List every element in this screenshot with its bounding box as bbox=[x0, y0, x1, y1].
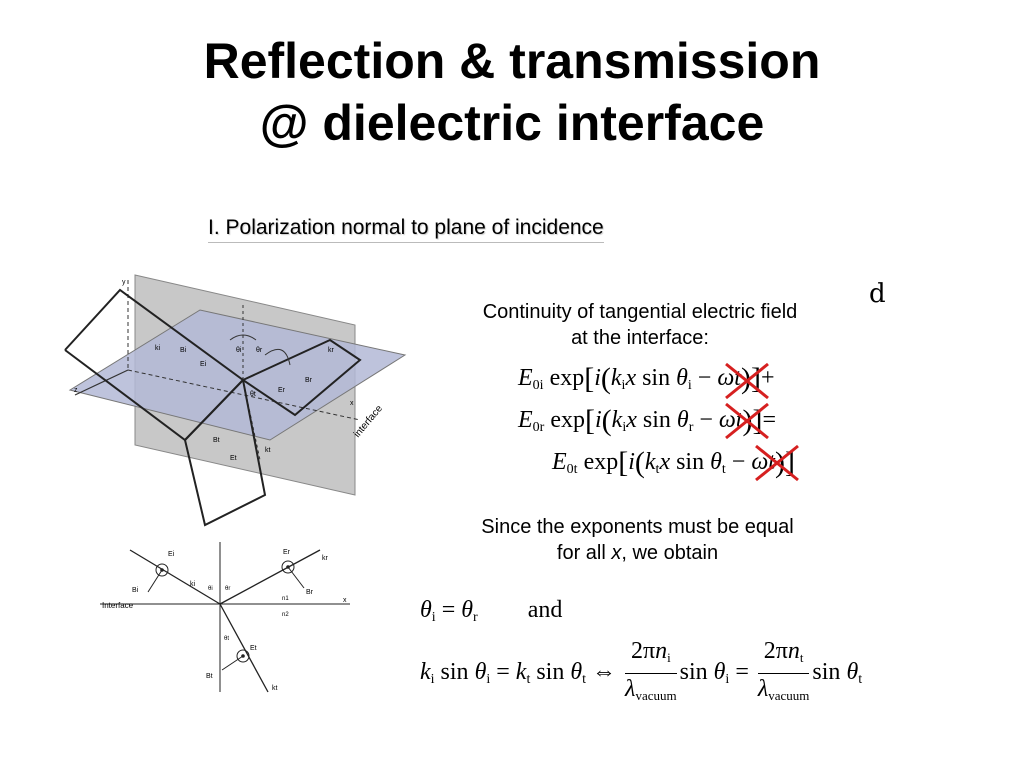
cross-out-mark-3 bbox=[755, 444, 799, 482]
since-line-2-pre: for all bbox=[556, 542, 612, 564]
label-n2: n2 bbox=[282, 612, 289, 618]
reflected-ray bbox=[219, 549, 321, 605]
label-kt-2d: kt bbox=[272, 685, 278, 692]
title-line-2: @ dielectric interface bbox=[259, 95, 765, 151]
label-Er-2d: Er bbox=[283, 549, 291, 556]
fraction-transmitted: 2πnt λvacuum bbox=[757, 638, 810, 703]
continuity-line-1: Continuity of tangential electric field bbox=[482, 301, 798, 323]
diagram-3d-incidence: y z x θi θr θt ki kr kt Bi Ei Br Er Bt E… bbox=[64, 274, 407, 527]
since-text: Since the exponents must be equal for al… bbox=[425, 514, 850, 566]
label-Br-2d: Br bbox=[306, 589, 314, 596]
label-Bt-2d: Bt bbox=[206, 673, 213, 680]
label-Er: Er bbox=[278, 387, 286, 394]
equation-row-incident: E0i exp[i(kix sin θi − ωt)]+ bbox=[518, 362, 775, 395]
label-Br: Br bbox=[305, 377, 313, 384]
reflected-wave-plane bbox=[242, 338, 362, 417]
slide-title: Reflection & transmission @ dielectric i… bbox=[0, 30, 1024, 154]
x-axis bbox=[127, 369, 361, 421]
label-x: x bbox=[350, 400, 354, 407]
cross-out-mark-2 bbox=[725, 402, 769, 440]
angle-arc bbox=[229, 334, 257, 341]
and-word: and bbox=[527, 597, 563, 623]
label-z: z bbox=[74, 387, 78, 394]
diagram-2d-incidence: Interface x n1 n2 Ei Er Et Bi Br Bt ki k… bbox=[100, 542, 350, 693]
cross-out-mark-1 bbox=[725, 362, 769, 400]
since-line-2-post: , we obtain bbox=[621, 542, 719, 564]
label-ki-2d: ki bbox=[190, 581, 196, 588]
Ei-out-of-page-marker bbox=[155, 563, 169, 577]
transmitted-ray bbox=[219, 603, 269, 693]
label-interface-2d: Interface bbox=[102, 601, 134, 610]
label-interface: interface bbox=[352, 403, 385, 440]
angle-arc-2 bbox=[264, 348, 291, 366]
label-n1: n1 bbox=[282, 596, 289, 602]
since-line-1: Since the exponents must be equal bbox=[481, 516, 794, 538]
label-theta-i-2d: θi bbox=[208, 586, 213, 592]
label-theta-t-2d: θt bbox=[224, 636, 229, 642]
label-kr: kr bbox=[328, 347, 335, 354]
continuity-text: Continuity of tangential electric field … bbox=[430, 299, 850, 351]
label-theta-r-2d: θr bbox=[225, 586, 230, 592]
Bt-vector bbox=[221, 655, 244, 671]
incident-ray bbox=[129, 549, 221, 605]
z-axis bbox=[74, 369, 129, 396]
Bi-vector bbox=[147, 569, 163, 593]
since-line-2-var: x bbox=[611, 542, 622, 564]
label-Bi: Bi bbox=[180, 347, 187, 354]
label-Et: Et bbox=[230, 455, 237, 462]
Br-vector bbox=[287, 566, 305, 589]
label-Bi-2d: Bi bbox=[132, 587, 139, 594]
continuity-line-2: at the interface: bbox=[571, 327, 709, 349]
label-kr-2d: kr bbox=[322, 555, 329, 562]
equation-snell: ki sin θi = kt sin θt ⇔ 2πni λvacuum sin… bbox=[420, 636, 862, 711]
label-theta-i: θi bbox=[236, 347, 242, 354]
label-theta-t: θt bbox=[250, 391, 256, 398]
transmitted-wave-plane bbox=[183, 379, 267, 527]
stray-glyph: d bbox=[869, 279, 886, 309]
iff-symbol: ⇔ bbox=[592, 659, 617, 686]
label-theta-r: θr bbox=[256, 347, 263, 354]
fraction-incident: 2πni λvacuum bbox=[625, 638, 677, 703]
label-y: y bbox=[122, 279, 126, 286]
label-ki: ki bbox=[155, 345, 161, 352]
title-line-1: Reflection & transmission bbox=[203, 33, 821, 89]
label-Et-2d: Et bbox=[250, 645, 257, 652]
label-kt: kt bbox=[265, 447, 271, 454]
label-x-2d: x bbox=[343, 597, 347, 604]
section-subtitle: I. Polarization normal to plane of incid… bbox=[208, 214, 604, 243]
equation-angle-equality: θi = θr and bbox=[420, 597, 563, 625]
label-Ei-2d: Ei bbox=[168, 551, 175, 558]
label-Bt: Bt bbox=[213, 437, 220, 444]
Er-out-of-page-marker bbox=[281, 560, 295, 574]
Et-out-of-page-marker bbox=[236, 649, 250, 663]
label-Ei: Ei bbox=[200, 361, 207, 368]
